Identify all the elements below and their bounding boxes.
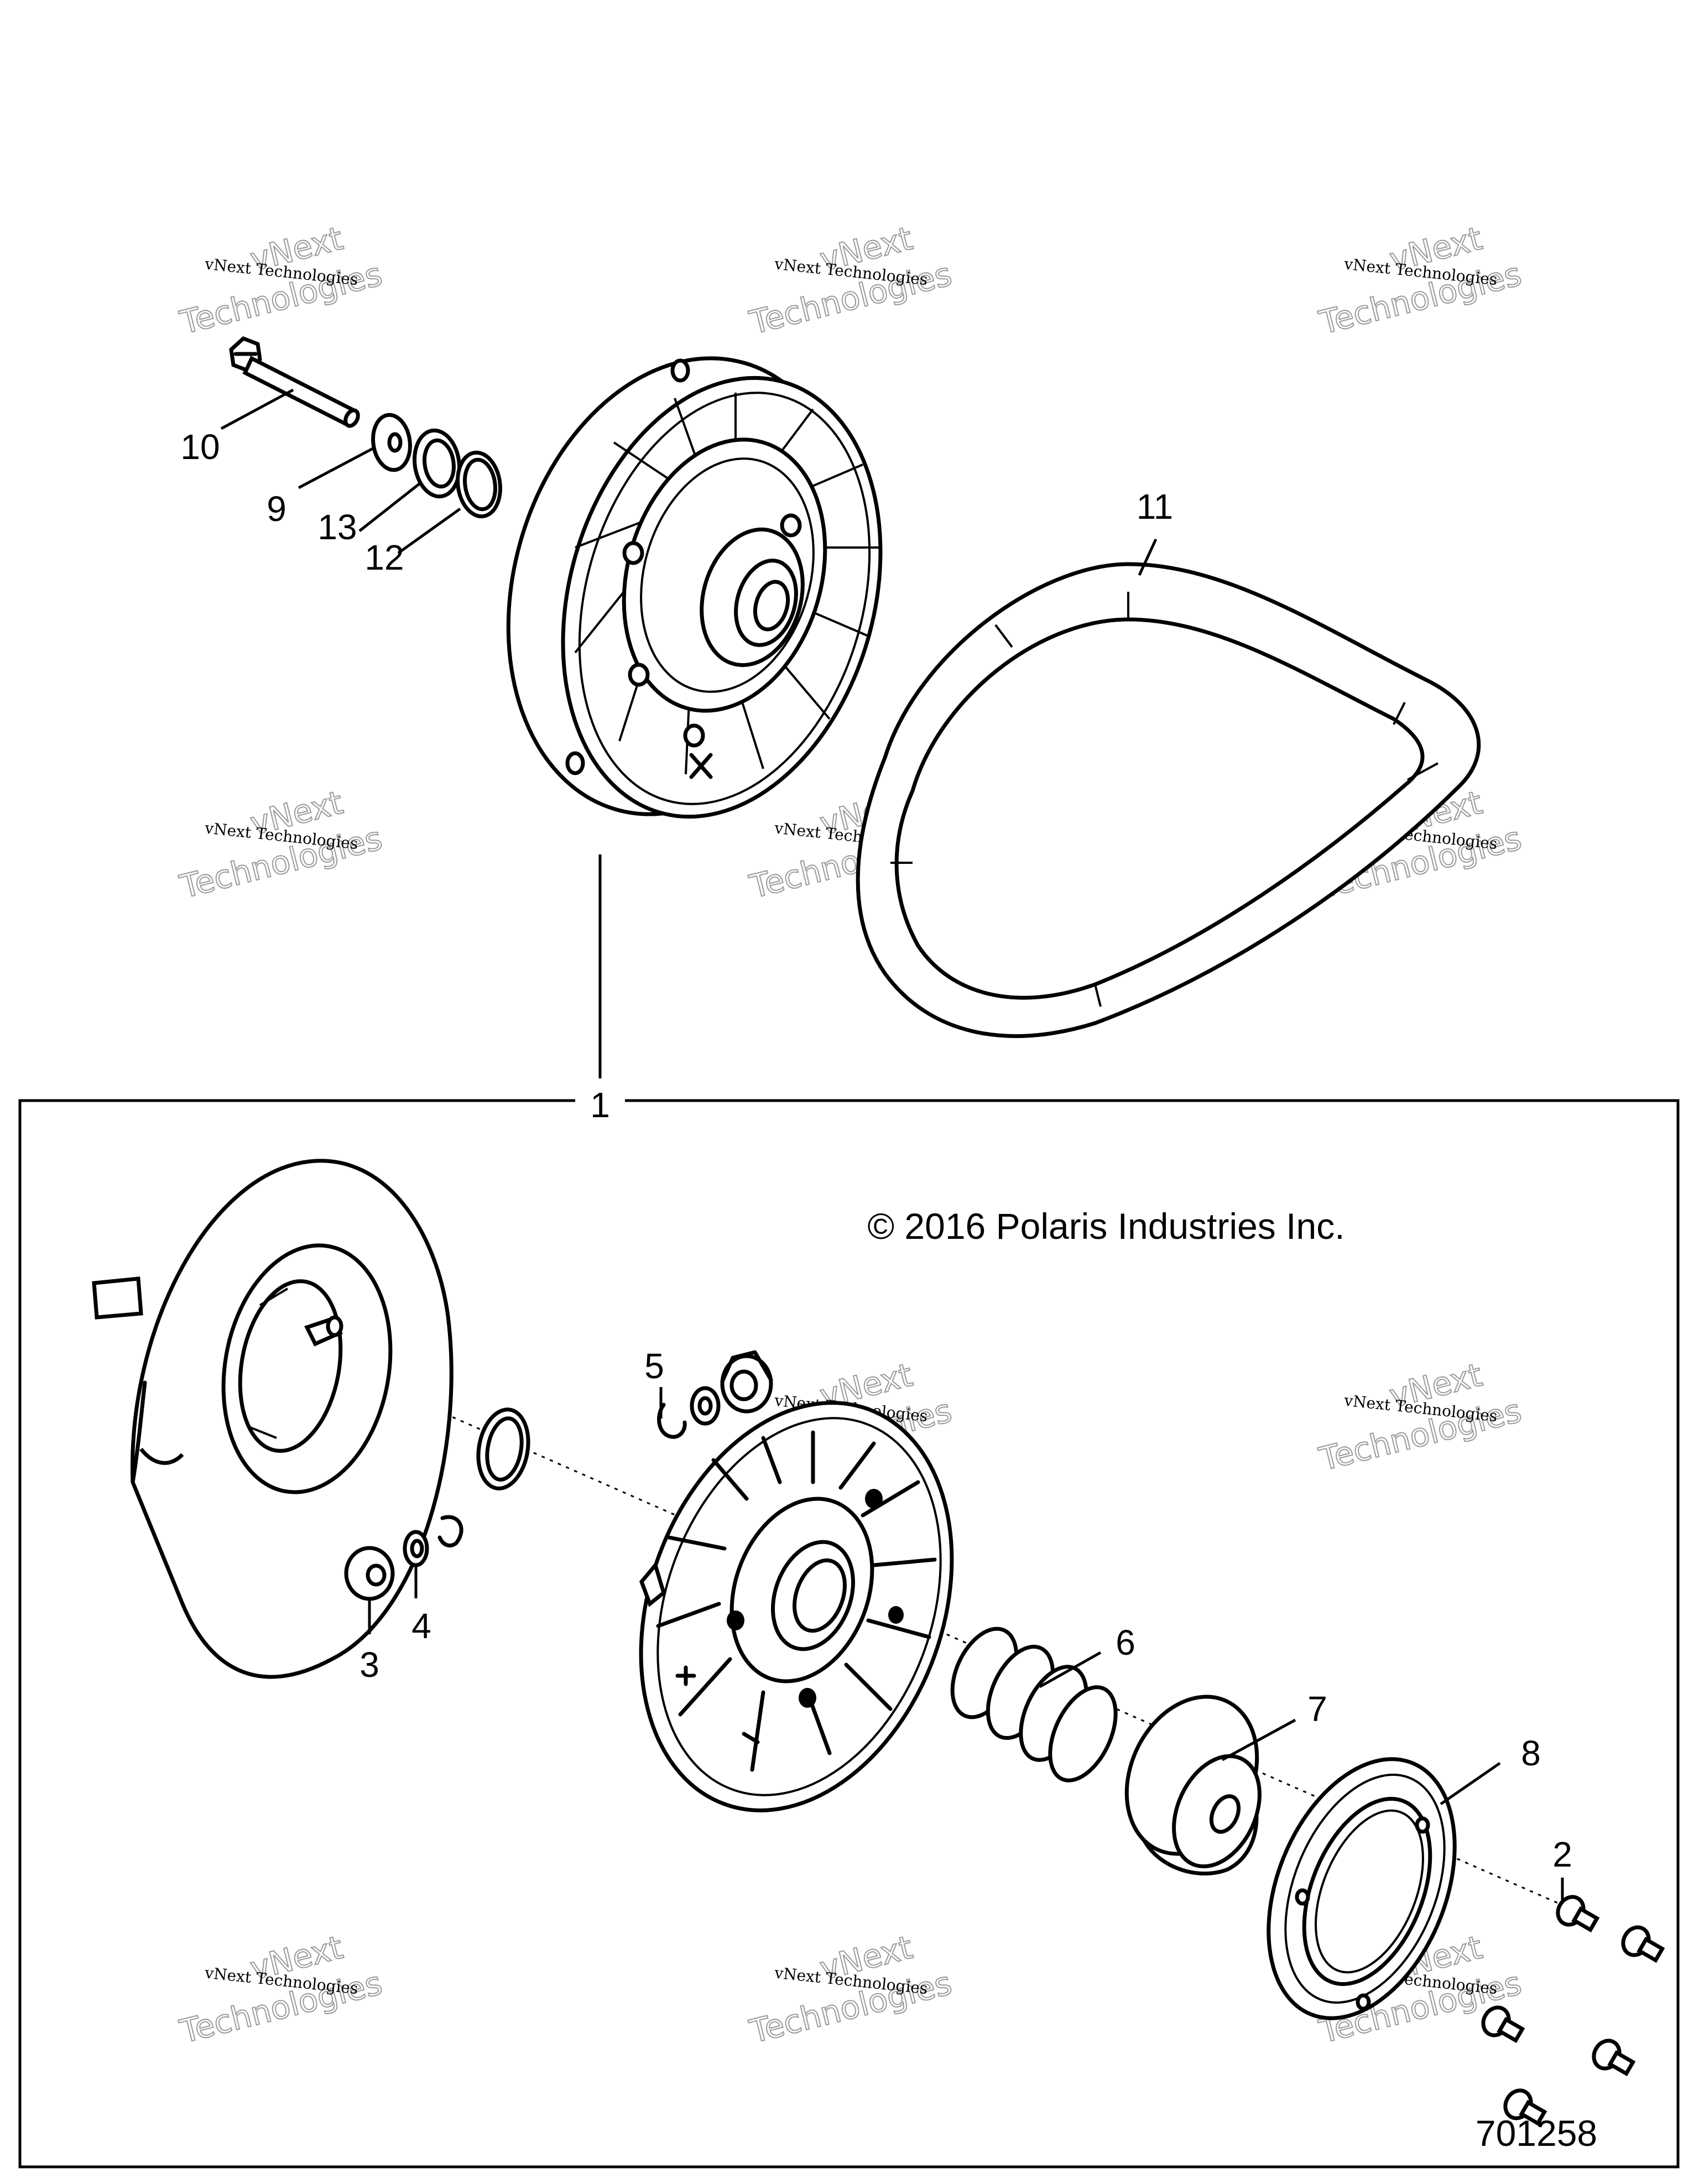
movable-sheave bbox=[639, 1401, 954, 1812]
part-11-drive-belt bbox=[856, 562, 1481, 1038]
part-10-bolt bbox=[229, 336, 360, 428]
watermark: Technologies vNext vNext Technologies bbox=[746, 219, 956, 342]
callout-6: 6 bbox=[1116, 1623, 1135, 1662]
callout-10: 10 bbox=[180, 427, 220, 467]
part-3-bushing bbox=[344, 1546, 395, 1601]
part-12-ring bbox=[456, 450, 502, 519]
leader-lines-bottom bbox=[368, 1387, 1564, 1902]
part-7-cam bbox=[1124, 1695, 1262, 1876]
callout-9: 9 bbox=[267, 489, 286, 529]
o-ring bbox=[476, 1408, 530, 1490]
callout-8: 8 bbox=[1521, 1733, 1541, 1773]
part-4-washer-clip bbox=[403, 1515, 463, 1567]
watermark: Technologies vNext vNext Technologies bbox=[176, 783, 387, 906]
assembly-frame bbox=[18, 1099, 1680, 2169]
watermark: Technologies vNext vNext Technologies bbox=[176, 219, 387, 342]
part-1-driven-clutch bbox=[506, 356, 883, 819]
callout-5: 5 bbox=[644, 1346, 664, 1386]
part-8-cover-plate bbox=[1267, 1757, 1457, 2020]
leader-lines-top bbox=[220, 388, 1158, 1078]
callout-2: 2 bbox=[1552, 1834, 1572, 1874]
reference-number: 701258 bbox=[1476, 2113, 1597, 2154]
callout-12: 12 bbox=[364, 538, 404, 577]
callout-4: 4 bbox=[411, 1606, 431, 1646]
part-6-spring bbox=[950, 1627, 1118, 1782]
callouts: 1 2 3 4 5 6 7 8 9 10 11 12 13 bbox=[180, 427, 1572, 1874]
part-2-screws bbox=[1481, 1895, 1665, 2126]
part-5-clip-washer-bushing bbox=[657, 1350, 773, 1439]
watermark: Technologies vNext vNext Technologies bbox=[176, 1928, 387, 2051]
watermark: Technologies vNext vNext Technologies bbox=[1315, 1356, 1526, 1479]
part-13-ring bbox=[413, 428, 461, 499]
callout-13: 13 bbox=[317, 507, 357, 547]
callout-1: 1 bbox=[590, 1085, 610, 1125]
watermark: Technologies vNext vNext Technologies bbox=[1315, 219, 1526, 342]
callout-7: 7 bbox=[1307, 1689, 1327, 1729]
callout-3: 3 bbox=[359, 1645, 379, 1685]
part-9-washer bbox=[371, 413, 412, 472]
callout-11: 11 bbox=[1137, 487, 1173, 527]
copyright-text: © 2016 Polaris Industries Inc. bbox=[867, 1206, 1344, 1247]
watermark: Technologies vNext vNext Technologies bbox=[746, 1928, 956, 2051]
stationary-sheave bbox=[92, 1159, 454, 1679]
